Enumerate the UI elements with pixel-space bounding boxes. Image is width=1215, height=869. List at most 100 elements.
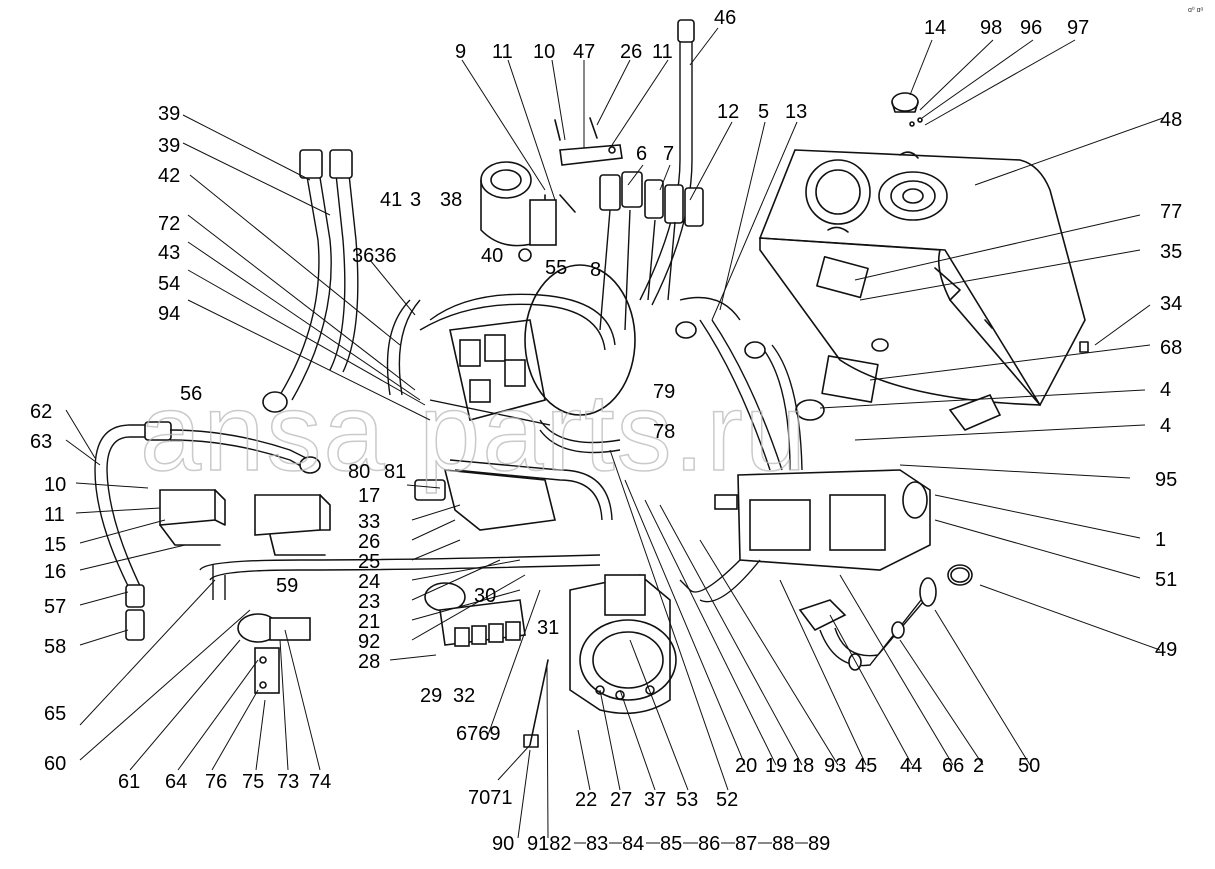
callout-80: 80 [348,461,370,483]
callout-44: 44 [900,755,922,777]
callout-34: 34 [1160,293,1182,315]
callout-26: 26 [620,41,642,63]
callout-11: 11 [652,41,673,63]
callout-55: 55 [545,257,567,279]
main-manifold-cluster [386,264,636,521]
callout-3636: 3636 [352,245,397,267]
callout-3: 3 [410,189,421,211]
callout-23: 23 [358,591,380,613]
callout-65: 65 [44,703,66,725]
callout-24: 24 [358,571,380,593]
callout-7071: 7071 [468,787,513,809]
callout-15: 15 [44,534,66,556]
callout-78: 78 [653,421,675,443]
callout-90: 90 [492,833,514,855]
callout-37: 37 [644,789,666,811]
valve-block-33 [199,469,601,581]
callout-14: 14 [924,17,946,39]
callout-58: 58 [44,636,66,658]
callout-7: 7 [663,143,674,165]
callout-40: 40 [481,245,503,267]
callout-74: 74 [309,771,331,793]
callout-85: 85 [660,833,682,855]
callout-83: 83 [586,833,608,855]
callout-75: 75 [242,771,264,793]
callout-64: 64 [165,771,187,793]
callout-68: 68 [1160,337,1182,359]
callout-8: 8 [590,259,601,281]
callout-96: 96 [1020,17,1042,39]
bracket-47 [554,117,623,166]
callout-11: 11 [44,504,65,526]
main-pump [679,469,931,603]
callout-76: 76 [205,771,227,793]
callout-26: 26 [358,531,380,553]
hose-56 [94,421,321,474]
callout-86: 86 [698,833,720,855]
callout-43: 43 [158,242,180,264]
callout-20: 20 [735,755,757,777]
callout-6769: 6769 [456,723,501,745]
watermark: ansa parts.ru [140,371,808,494]
callout-95: 95 [1155,469,1177,491]
callout-46: 46 [714,7,736,29]
callout-89: 89 [808,833,830,855]
callout-47: 47 [573,41,595,63]
callout-19: 19 [765,755,787,777]
callout-21: 21 [358,611,380,633]
callout-4: 4 [1160,379,1171,401]
callout-93: 93 [824,755,846,777]
callout-53: 53 [676,789,698,811]
callout-28: 28 [358,651,380,673]
callout-31: 31 [537,617,559,639]
callout-25: 25 [358,551,380,573]
callout-10: 10 [533,41,555,63]
callout-9: 9 [455,41,466,63]
control-block-left [159,489,331,556]
callout-45: 45 [855,755,877,777]
callout-61: 61 [118,771,140,793]
callout-88: 88 [772,833,794,855]
callout-73: 73 [277,771,299,793]
callout-4: 4 [1160,415,1171,437]
callout-94: 94 [158,303,180,325]
callout-87: 87 [735,833,757,855]
callout-35: 35 [1160,241,1182,263]
callout-11: 11 [492,41,513,63]
callout-27: 27 [610,789,632,811]
callouts: 46 9 11 10 47 26 11 14 98 96 97 39 39 12… [30,7,1182,855]
callout-51: 51 [1155,569,1177,591]
callout-66: 66 [942,755,964,777]
callout-48: 48 [1160,109,1182,131]
callout-42: 42 [158,165,180,187]
callout-77: 77 [1160,201,1182,223]
callout-54: 54 [158,273,180,295]
callout-79: 79 [653,381,675,403]
callout-10: 10 [44,474,66,496]
return-hoses [675,296,803,471]
callout-57: 57 [44,596,66,618]
callout-30: 30 [474,585,496,607]
callout-16: 16 [44,561,66,583]
elbow-fitting-4 [795,393,1002,431]
callout-56: 56 [180,383,202,405]
callout-29: 29 [420,685,442,707]
leader-lines [65,27,1164,839]
callout-32: 32 [453,685,475,707]
callout-17: 17 [358,485,380,507]
callout-63: 63 [30,431,52,453]
callout-98: 98 [980,17,1002,39]
callout-84: 84 [622,833,644,855]
callout-72: 72 [158,213,180,235]
callout-12: 12 [717,101,739,123]
callout-38: 38 [440,189,462,211]
callout-6: 6 [636,143,647,165]
callout-60: 60 [44,753,66,775]
callout-1: 1 [1155,529,1166,551]
callout-81: 81 [384,461,406,483]
valve-bank [599,171,704,331]
callout-39: 39 [158,103,180,125]
callout-92: 92 [358,631,380,653]
callout-41: 41 [380,189,402,211]
